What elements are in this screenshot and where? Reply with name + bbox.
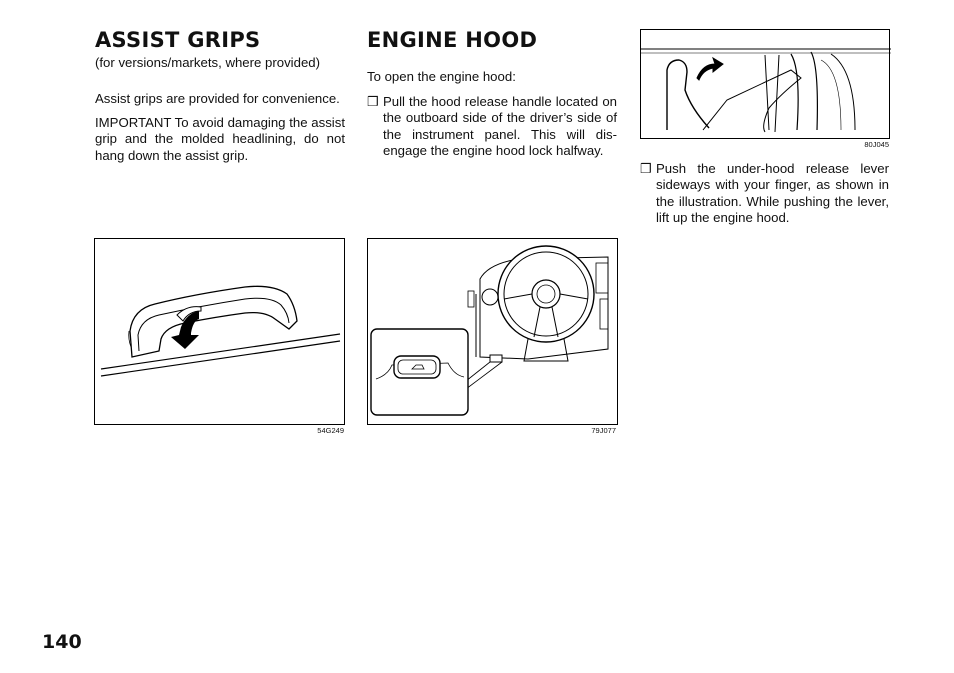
assist-grips-paragraph: Assist grips are provided for convenienc…	[95, 91, 340, 106]
figure-code-79J077: 79J077	[591, 426, 616, 435]
assist-grips-warning: IMPORTANT To avoid damaging the as­sist …	[95, 115, 345, 163]
engine-hood-intro: To open the engine hood:	[367, 69, 516, 84]
engine-hood-step-1: ❒ Pull the hood release handle located o…	[367, 94, 617, 160]
figure-code-54G249: 54G249	[317, 426, 344, 435]
checkbox-bullet-icon: ❒	[367, 94, 379, 109]
engine-hood-step-2-text: Push the under-hood release lever sidewa…	[656, 161, 889, 226]
engine-hood-heading: ENGINE HOOD	[367, 28, 538, 52]
checkbox-bullet-icon: ❒	[640, 161, 652, 176]
page-number: 140	[42, 631, 82, 653]
assist-grips-heading: ASSIST GRIPS	[95, 28, 261, 52]
assist-grip-illustration	[94, 238, 345, 425]
figure-code-80J045: 80J045	[864, 140, 889, 149]
under-hood-lever-illustration	[640, 29, 891, 139]
engine-hood-step-2: ❒ Push the under-hood release lever side…	[640, 161, 889, 227]
hood-release-handle-illustration	[367, 238, 618, 425]
assist-grips-subtitle: (for versions/markets, where provided)	[95, 55, 320, 70]
engine-hood-step-1-text: Pull the hood release handle located on …	[383, 94, 617, 159]
